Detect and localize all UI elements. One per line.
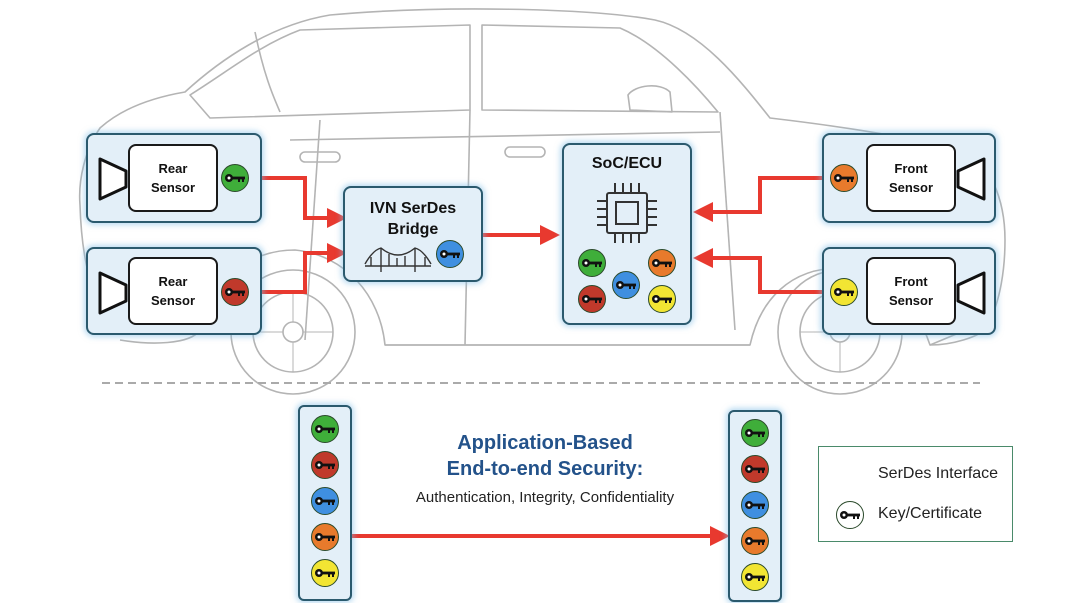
key-glyph — [745, 537, 765, 545]
key-glyph — [315, 569, 335, 577]
camera-icon — [956, 157, 986, 201]
key-icon — [311, 559, 339, 587]
key-glyph — [315, 533, 335, 541]
camera-icon — [98, 271, 128, 315]
key-icon — [436, 240, 464, 268]
key-glyph — [834, 174, 854, 182]
camera-icon — [98, 157, 128, 201]
link-rear-bottom-to-bridge — [262, 243, 347, 294]
key-icon — [741, 527, 769, 555]
key-icon — [612, 271, 640, 299]
camera-icon — [956, 271, 986, 315]
legend-key-label: Key/Certificate — [878, 505, 983, 522]
key-glyph — [315, 425, 335, 433]
link-rear-top-to-bridge — [262, 176, 347, 228]
key-icon — [221, 164, 249, 192]
security-subtitle: Authentication, Integrity, Confidentiali… — [415, 489, 675, 506]
bridge-icon — [364, 247, 432, 272]
key-icon — [311, 523, 339, 551]
key-glyph — [840, 511, 860, 519]
security-title-line1: Application-Based — [457, 432, 633, 454]
key-icon — [741, 563, 769, 591]
key-icon — [830, 278, 858, 306]
soc-title: SoC/ECU — [591, 155, 663, 172]
key-glyph — [582, 295, 602, 303]
key-icon — [648, 249, 676, 277]
key-glyph — [440, 250, 460, 258]
link-front-top-to-soc — [693, 176, 822, 222]
key-glyph — [652, 259, 672, 267]
key-icon — [221, 278, 249, 306]
key-icon — [311, 487, 339, 515]
key-glyph — [225, 174, 245, 182]
key-icon — [741, 455, 769, 483]
key-glyph — [616, 281, 636, 289]
key-glyph — [582, 259, 602, 267]
key-icon — [741, 419, 769, 447]
key-glyph — [745, 429, 765, 437]
key-glyph — [745, 465, 765, 473]
key-icon — [311, 451, 339, 479]
key-icon — [311, 415, 339, 443]
key-icon — [578, 285, 606, 313]
key-glyph — [315, 461, 335, 469]
chip-icon — [597, 183, 657, 243]
security-title-line2: End-to-end Security: — [446, 458, 644, 480]
key-glyph — [315, 497, 335, 505]
key-glyph — [745, 501, 765, 509]
key-icon — [836, 501, 864, 529]
key-icon — [830, 164, 858, 192]
key-glyph — [745, 573, 765, 581]
key-icon — [648, 285, 676, 313]
serdes-links — [262, 176, 822, 294]
key-icon — [741, 491, 769, 519]
link-front-bottom-to-soc — [693, 248, 822, 294]
key-glyph — [834, 288, 854, 296]
legend-serdes-label: SerDes Interface — [878, 465, 999, 482]
key-icon — [578, 249, 606, 277]
key-glyph — [652, 295, 672, 303]
key-glyph — [225, 288, 245, 296]
